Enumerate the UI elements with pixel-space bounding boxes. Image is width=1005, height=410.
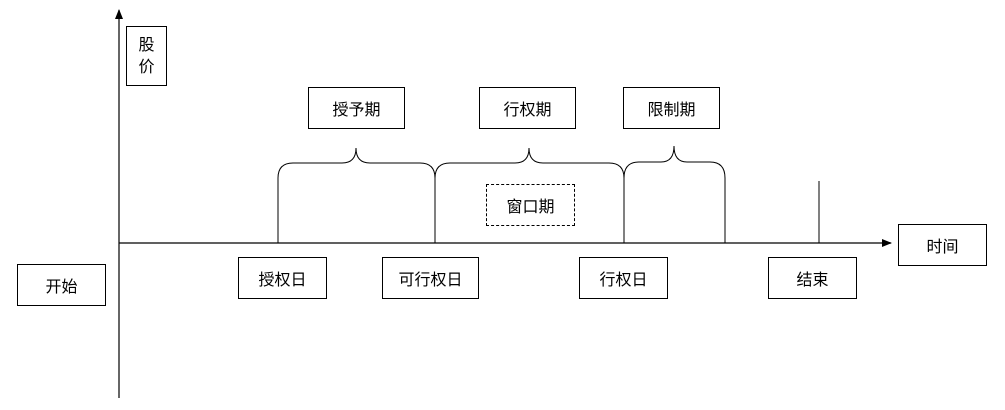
time-axis-label-text: 时间 bbox=[926, 237, 959, 256]
exercise-date-label: 行权日 bbox=[579, 257, 668, 299]
price-axis-label: 股 价 bbox=[126, 26, 167, 86]
exercise-period-brace bbox=[434, 147, 625, 179]
price-axis-label-char-2: 价 bbox=[138, 57, 155, 76]
restricted-period-label-text: 限制期 bbox=[647, 100, 696, 119]
vesting-date-label: 可行权日 bbox=[382, 257, 479, 299]
time-axis-label: 时间 bbox=[898, 224, 987, 266]
window-period-label: 窗口期 bbox=[486, 184, 575, 226]
start-label: 开始 bbox=[17, 264, 106, 306]
grant-date-label-text: 授权日 bbox=[258, 270, 307, 289]
end-label: 结束 bbox=[768, 257, 857, 299]
restricted-period-label: 限制期 bbox=[623, 87, 720, 129]
grant-period-label: 授予期 bbox=[308, 87, 405, 129]
exercise-date-label-text: 行权日 bbox=[599, 270, 648, 289]
price-axis-label-char-1: 股 bbox=[138, 35, 155, 54]
exercise-period-label: 行权期 bbox=[479, 87, 576, 129]
window-period-label-text: 窗口期 bbox=[506, 197, 555, 216]
grant-period-label-text: 授予期 bbox=[332, 100, 381, 119]
start-label-text: 开始 bbox=[45, 277, 78, 296]
vesting-date-label-text: 可行权日 bbox=[398, 270, 463, 289]
grant-period-brace bbox=[277, 147, 436, 179]
exercise-period-label-text: 行权期 bbox=[503, 100, 552, 119]
grant-date-label: 授权日 bbox=[238, 257, 327, 299]
restricted-period-brace bbox=[623, 145, 726, 179]
end-label-text: 结束 bbox=[796, 270, 829, 289]
